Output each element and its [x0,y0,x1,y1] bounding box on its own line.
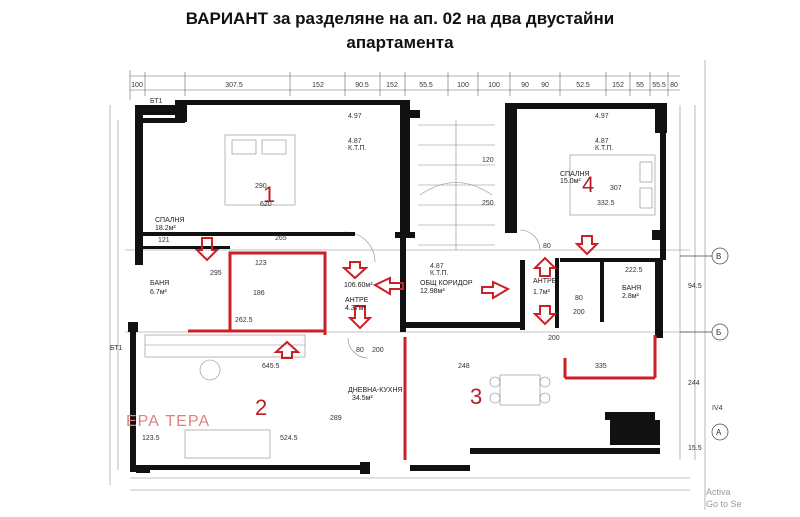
top-dimension-label: 90 [521,82,529,89]
axis-label-v: В [716,252,721,261]
level-mark: 4.97 [595,113,609,120]
level-mark: 4.87 [430,263,444,270]
room-number-4: 4 [582,172,594,197]
dim-label: 524.5 [280,435,298,442]
level-label: К.Т.П. [348,145,366,152]
dim-label: 645.5 [262,363,280,370]
dim-label: 295 [210,270,222,277]
activation-text: Activa [706,487,731,497]
level-label: К.Т.П. [430,270,448,277]
dim-label: 244 [688,380,700,387]
top-dimension-label: 152 [386,82,398,89]
axis-bubbles [680,247,729,441]
room-number-1: 1 [263,182,275,207]
drawing-title-line2: апартамента [346,33,454,52]
top-dimension-label: 100 [131,82,143,89]
level-mark: 4.87 [348,138,362,145]
dim-label: 332.5 [597,200,615,207]
dim-label: 123.5 [142,435,160,442]
bedroom1-name: СПАЛНЯ [155,217,185,224]
axis-label-bt1: БТ1 [150,98,163,105]
dim-label: 200 [573,309,585,316]
room-number-3: 3 [470,384,482,409]
dim-label: 121 [158,237,170,244]
kitchen-name: ДНЕВНА-КУХНЯ [348,387,403,394]
dim-label: 250 [482,200,494,207]
top-dimension-labels: 100 307.5 152 90.5 152 55.5 100 100 90 90 52.5 152 5… [131,82,678,89]
entry4-name: АНТРЕ [533,278,557,285]
dim-label: 289 [330,415,342,422]
arrow-icon [574,235,600,256]
axis-label-b: Б [716,328,721,337]
axis-label-iv: IV4 [712,405,723,412]
dim-label: 186 [253,290,265,297]
dim-label: 123 [255,260,267,267]
top-dimension-label: 152 [612,82,624,89]
axis-label-a: А [716,428,722,437]
arrow-icon [194,237,220,262]
top-dimension-label: 55.5 [652,82,666,89]
arrow-icon [372,276,404,296]
bath4-area: 2.8м² [622,293,640,300]
arrow-icon [273,340,301,359]
dim-label: 620 [260,201,272,208]
entry4-area: 1.7м² [533,289,551,296]
arrow-icon [532,256,558,277]
kitchen-area: 34.5м² [352,395,373,402]
red-arrows [194,235,600,359]
dim-label: 120 [482,157,494,164]
dim-label: 94.5 [688,283,702,290]
red-partition-lines [188,251,657,460]
dim-label: 80 [575,295,583,302]
arrow-icon [481,280,511,300]
top-dimension-label: 80 [670,82,678,89]
top-dimension-label: 307.5 [225,82,243,89]
level-label: К.Т.П. [595,145,613,152]
bedroom4-name: СПАЛНЯ [560,171,590,178]
drawing-title-line1: ВАРИАНТ за разделяне на ап. 02 на два дв… [185,9,615,28]
corridor-area: 12.98м² [420,288,445,295]
dim-label: 307 [610,185,622,192]
thin-lines [109,60,706,510]
dim-label: 335 [595,363,607,370]
dim-label: 15.5 [688,445,702,452]
top-dimension-label: 90 [541,82,549,89]
dim-label: 80 [543,243,551,250]
top-dimension-label: 90.5 [355,82,369,89]
bath1-name: БАНЯ [150,280,169,287]
arrow-icon [347,305,373,330]
top-dimension-label: 55.5 [419,82,433,89]
dim-label: 222.5 [625,267,643,274]
level-mark: 4.87 [595,138,609,145]
dim-label: 248 [458,363,470,370]
axis-label-bt1: БТ1 [110,345,123,352]
corridor-name: ОБЩ КОРИДОР [420,280,473,287]
level-mark: 4.97 [348,113,362,120]
top-dimension-label: 55 [636,82,644,89]
top-dimension-label: 100 [488,82,500,89]
dim-label: 200 [372,347,384,354]
dim-label: 80 [356,347,364,354]
arrow-icon [532,305,558,326]
entry1-area: 4.37м² [345,305,366,312]
top-dimension-chain [129,70,680,100]
room-number-2: 2 [255,395,267,420]
activation-text: Go to Se [706,499,742,509]
dim-label: 262.5 [235,317,253,324]
dim-label: 200 [548,335,560,342]
watermark: ЕРА ТЕРА [126,413,210,430]
bedroom4-area: 15.0м² [560,178,581,185]
dim-label: 290 [255,183,267,190]
entry1-name: АНТРЕ [345,297,369,304]
top-dimension-label: 152 [312,82,324,89]
bath4-name: БАНЯ [622,285,641,292]
top-dimension-label: 52.5 [576,82,590,89]
bath1-area: 6.7м² [150,289,168,296]
bedroom1-area: 18.2м² [155,225,176,232]
arrow-icon [341,261,369,280]
stair-area: 106.60м² [344,282,373,289]
dim-label: 265 [275,235,287,242]
top-dimension-label: 100 [457,82,469,89]
